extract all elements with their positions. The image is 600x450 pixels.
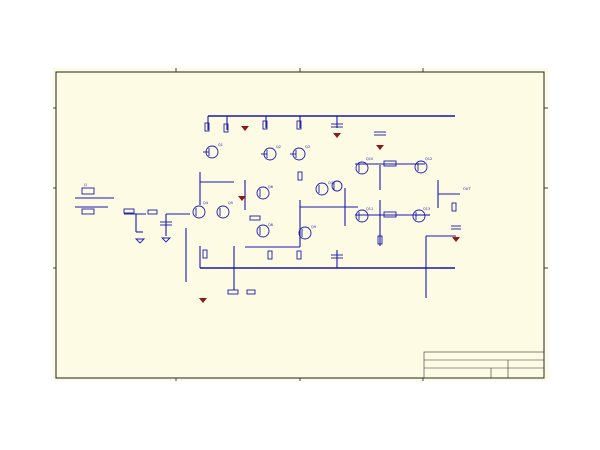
transistor-q3: Q3 bbox=[290, 145, 310, 161]
ground-symbol bbox=[238, 196, 246, 201]
schematic-sheet: J1 bbox=[53, 68, 548, 381]
transistors: Q1 Q2 Q3 Q4 Q5 bbox=[192, 143, 432, 240]
transistor-q9: Q9 bbox=[298, 225, 316, 240]
transistor-q12: Q12 bbox=[414, 157, 432, 174]
transistor-q7: Q7 bbox=[315, 181, 333, 196]
ground-symbol bbox=[241, 126, 249, 131]
title-block bbox=[423, 351, 545, 379]
transistor-q10: Q10 bbox=[355, 157, 373, 175]
ground-symbol bbox=[376, 145, 384, 150]
ground-symbol bbox=[199, 298, 207, 303]
svg-text:Q5: Q5 bbox=[228, 201, 233, 205]
svg-text:Q13: Q13 bbox=[423, 207, 430, 211]
transistor-q4: Q4 bbox=[192, 201, 209, 219]
schematic-canvas: J1 bbox=[53, 68, 548, 381]
transistor-q14 bbox=[331, 180, 343, 192]
capacitors bbox=[160, 123, 461, 259]
ground-symbol bbox=[134, 238, 146, 244]
transistor-q8: Q8 bbox=[256, 223, 273, 238]
svg-text:Q1: Q1 bbox=[218, 143, 223, 147]
ground-symbol bbox=[160, 237, 172, 243]
svg-text:Q11: Q11 bbox=[366, 207, 373, 211]
frame-zone-ticks bbox=[53, 68, 548, 381]
ground-symbol bbox=[452, 237, 460, 242]
transistor-q11: Q11 bbox=[355, 207, 373, 223]
negative-supply-rail bbox=[200, 246, 455, 290]
svg-text:Q3: Q3 bbox=[305, 145, 310, 149]
svg-text:Q6: Q6 bbox=[268, 185, 273, 189]
transistor-q2: Q2 bbox=[261, 145, 281, 161]
transistor-q1: Q1 bbox=[203, 143, 223, 159]
transistor-q13: Q13 bbox=[412, 207, 430, 223]
svg-text:Q8: Q8 bbox=[268, 223, 273, 227]
transistor-q5: Q5 bbox=[216, 201, 233, 219]
svg-text:Q10: Q10 bbox=[366, 157, 373, 161]
input-connector: J1 bbox=[75, 183, 114, 215]
ground-symbols bbox=[134, 126, 460, 303]
input-coupling-section bbox=[123, 208, 190, 236]
svg-text:Q7: Q7 bbox=[328, 181, 333, 185]
svg-text:Q9: Q9 bbox=[311, 225, 316, 229]
ground-symbol bbox=[333, 133, 341, 138]
svg-text:OUT: OUT bbox=[463, 187, 471, 191]
svg-text:J1: J1 bbox=[83, 183, 87, 187]
resistors bbox=[202, 120, 457, 295]
transistor-q6: Q6 bbox=[256, 185, 273, 200]
output-stage: OUT bbox=[355, 115, 471, 269]
internal-bus-lines bbox=[185, 165, 456, 298]
svg-text:Q4: Q4 bbox=[203, 201, 209, 205]
svg-text:Q2: Q2 bbox=[276, 145, 281, 149]
svg-text:Q12: Q12 bbox=[425, 157, 432, 161]
